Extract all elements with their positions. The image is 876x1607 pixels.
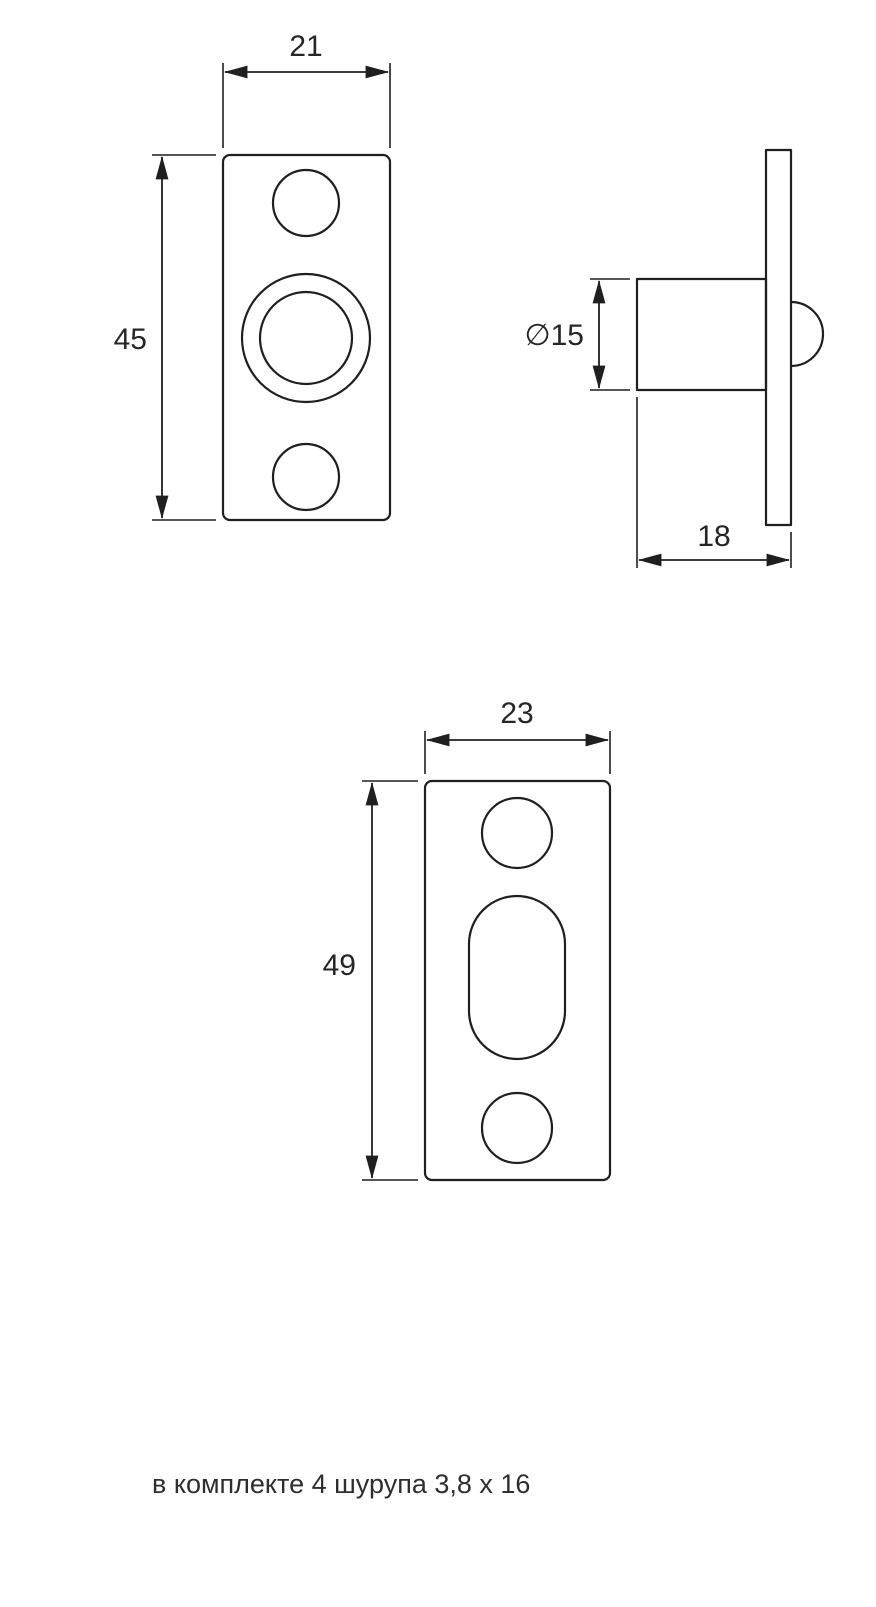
- front-roller-inner: [258, 290, 354, 386]
- side-barrel-outline: [635, 277, 768, 392]
- strike-width-dimension-label: 23: [500, 697, 533, 730]
- side-view: ∅15 18: [524, 148, 825, 568]
- front-view: 21 45: [114, 30, 392, 522]
- strike-plate-view: 23 49: [323, 697, 612, 1182]
- note: в комплекте 4 шурупа 3,8 x 16: [152, 1469, 530, 1499]
- front-bottom-screw-hole: [271, 442, 341, 512]
- strike-center-slot: [467, 894, 567, 1061]
- included-screws-note: в комплекте 4 шурупа 3,8 x 16: [152, 1469, 530, 1499]
- side-plate-outline: [764, 148, 793, 527]
- strike-plate-outline: [423, 779, 612, 1182]
- front-roller-opening-outer: [240, 272, 372, 404]
- strike-height-dimension-label: 49: [323, 949, 356, 982]
- side-diameter-dimension-label: ∅15: [524, 319, 584, 352]
- front-plate-outline: [221, 153, 392, 522]
- front-height-dimension-label: 45: [114, 323, 147, 356]
- front-top-screw-hole: [271, 168, 341, 238]
- side-depth-dimension-label: 18: [697, 520, 730, 553]
- strike-top-screw-hole: [480, 796, 554, 870]
- side-ball-profile: [790, 300, 825, 368]
- strike-bottom-screw-hole: [480, 1091, 554, 1165]
- front-width-dimension-label: 21: [289, 30, 322, 63]
